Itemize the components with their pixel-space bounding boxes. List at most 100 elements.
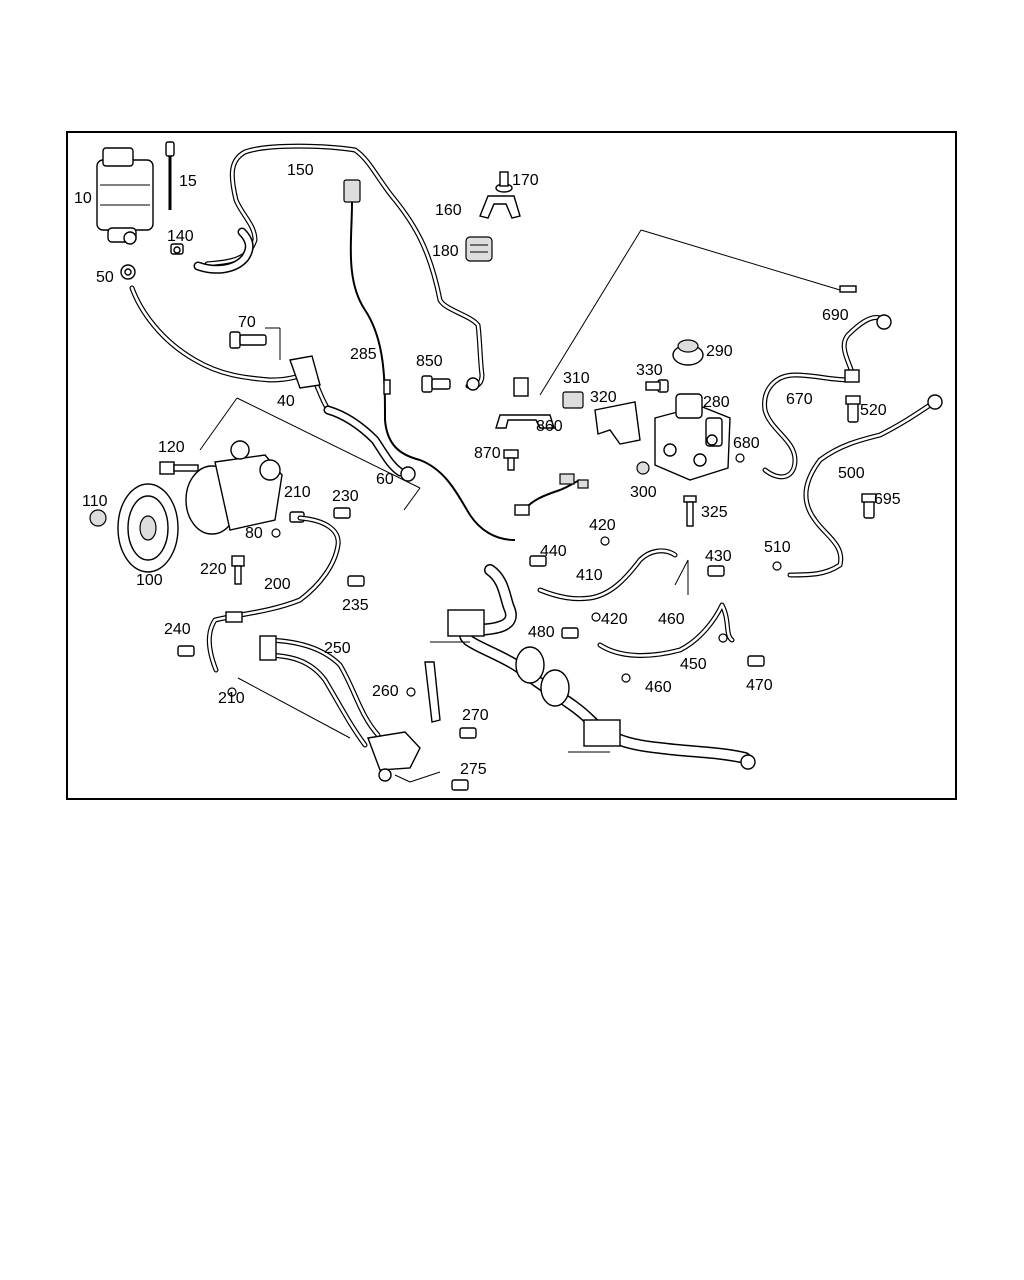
part-120-bolt — [159, 461, 199, 475]
label-40: 40 — [277, 393, 295, 410]
part-220-bolt — [231, 555, 245, 585]
label-290: 290 — [706, 343, 733, 360]
part-690-seal — [839, 285, 857, 293]
label-280: 280 — [703, 394, 730, 411]
label-210-a: 210 — [284, 484, 311, 501]
label-440: 440 — [540, 543, 567, 560]
label-680: 680 — [733, 435, 760, 452]
part-210-washer-a — [271, 528, 281, 538]
label-220: 220 — [200, 561, 227, 578]
part-180-bush — [465, 236, 493, 262]
part-200-line — [206, 515, 341, 697]
label-275: 275 — [460, 761, 487, 778]
part-440-bolt — [529, 555, 547, 567]
part-410-line — [537, 536, 678, 622]
label-300: 300 — [630, 484, 657, 501]
label-480: 480 — [528, 624, 555, 641]
part-80-pump — [185, 440, 283, 535]
part-325-bolt — [683, 495, 697, 527]
callout-labels: 10 15 150 170 160 180 140 50 70 40 285 8… — [74, 162, 901, 778]
part-275-bolt — [451, 779, 469, 791]
label-270: 270 — [462, 707, 489, 724]
label-150: 150 — [287, 162, 314, 179]
label-320: 320 — [590, 389, 617, 406]
label-520: 520 — [860, 402, 887, 419]
label-15: 15 — [179, 173, 197, 190]
part-850-bolt — [421, 375, 451, 393]
label-460-a: 460 — [658, 611, 685, 628]
part-40-line — [129, 285, 333, 415]
part-260-bracket — [367, 661, 441, 782]
label-430: 430 — [705, 548, 732, 565]
label-470: 470 — [746, 677, 773, 694]
label-50: 50 — [96, 269, 114, 286]
part-450-line — [597, 602, 735, 683]
part-10-reservoir — [96, 147, 154, 245]
part-150-hose — [193, 143, 485, 391]
part-470-bolt — [747, 655, 765, 667]
part-510-washer — [772, 561, 782, 571]
part-320-bracket — [594, 401, 641, 445]
label-510: 510 — [764, 539, 791, 556]
part-110-bolt — [89, 509, 107, 527]
label-250: 250 — [324, 640, 351, 657]
part-670-line — [762, 314, 892, 480]
part-500-line — [787, 394, 943, 578]
label-80: 80 — [245, 525, 263, 542]
label-120: 120 — [158, 439, 185, 456]
part-290-cap — [672, 339, 704, 366]
label-310: 310 — [563, 370, 590, 387]
label-695: 695 — [874, 491, 901, 508]
part-270-bolt — [459, 727, 477, 739]
part-240-bolt — [177, 645, 195, 657]
label-210-b: 210 — [218, 690, 245, 707]
part-sensor-harness — [514, 473, 589, 516]
part-870-bolt — [503, 449, 519, 471]
label-860: 860 — [536, 418, 563, 435]
label-260: 260 — [372, 683, 399, 700]
label-690: 690 — [822, 307, 849, 324]
part-steering-rack — [430, 564, 756, 770]
label-500: 500 — [838, 465, 865, 482]
label-410: 410 — [576, 567, 603, 584]
label-60: 60 — [376, 471, 394, 488]
part-430-bolt — [707, 565, 725, 577]
label-230: 230 — [332, 488, 359, 505]
part-860-bracket — [495, 229, 642, 429]
label-450: 450 — [680, 656, 707, 673]
label-460-b: 460 — [645, 679, 672, 696]
label-420-b: 420 — [601, 611, 628, 628]
label-10: 10 — [74, 190, 92, 207]
part-520-bolt — [845, 395, 861, 423]
part-100-pulley — [117, 483, 179, 573]
part-hose-60 — [323, 405, 416, 482]
label-325: 325 — [701, 504, 728, 521]
label-240: 240 — [164, 621, 191, 638]
label-180: 180 — [432, 243, 459, 260]
part-15-dipstick — [165, 141, 175, 210]
part-330-bolt — [645, 379, 669, 393]
part-230-bolt — [333, 507, 351, 519]
label-70: 70 — [238, 314, 256, 331]
label-330: 330 — [636, 362, 663, 379]
part-50-clamp — [120, 264, 136, 280]
part-235-bolt — [347, 575, 365, 587]
part-280-valve-block — [654, 393, 731, 481]
label-160: 160 — [435, 202, 462, 219]
label-870: 870 — [474, 445, 501, 462]
part-695-bolt — [861, 493, 877, 519]
label-285: 285 — [350, 346, 377, 363]
label-200: 200 — [264, 576, 291, 593]
part-160-bracket — [479, 195, 521, 219]
label-100: 100 — [136, 572, 163, 589]
label-170: 170 — [512, 172, 539, 189]
label-420-a: 420 — [589, 517, 616, 534]
part-285-harness — [343, 179, 516, 541]
part-170-bolt — [495, 171, 513, 193]
label-235: 235 — [342, 597, 369, 614]
part-300-nut — [636, 461, 650, 475]
label-850: 850 — [416, 353, 443, 370]
part-480-bolt — [561, 627, 579, 639]
label-140: 140 — [167, 228, 194, 245]
